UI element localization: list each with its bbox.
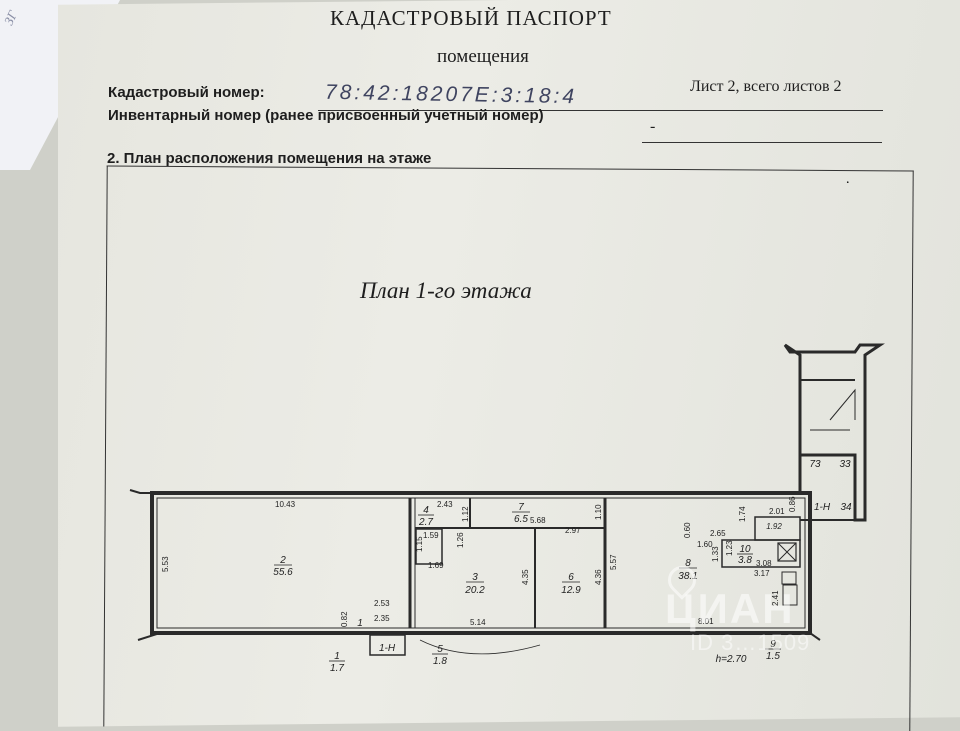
boiler-box	[781, 571, 797, 585]
room-10-num: 10	[739, 544, 751, 555]
dim-8-01: 8.01	[698, 617, 714, 626]
room-6-area: 12.9	[561, 585, 581, 596]
dim-2-01: 2.01	[769, 507, 785, 516]
dim-0-60: 0.60	[683, 522, 692, 538]
dim-5-57: 5.57	[609, 554, 618, 570]
dim-10-43: 10.43	[275, 500, 296, 509]
room-1-area: 1.7	[330, 663, 344, 674]
room-1-num: 1	[334, 651, 340, 662]
wc-cubicle	[415, 528, 443, 565]
section-dot: .	[846, 172, 850, 187]
room-10-area: 3.8	[738, 555, 752, 566]
room-6-num: 6	[568, 572, 574, 583]
dim-4-36: 4.36	[594, 569, 603, 585]
dim-4-35: 4.35	[521, 569, 530, 585]
room-7-area: 6.5	[514, 514, 528, 525]
stair-73-label: 73	[809, 459, 821, 470]
room-labels: 2 55.6 3 20.2 4 2.7 5 1.8 6 12.9 7 6.5 8…	[273, 459, 852, 674]
entry-1n-right-label: 1-Н	[814, 502, 831, 513]
dim-2-65: 2.65	[710, 529, 726, 538]
dim-5-68: 5.68	[530, 516, 546, 525]
dim-2-97: 2.97	[565, 526, 581, 535]
room-4-area: 2.7	[418, 517, 433, 528]
dim-1-60: 1.60	[697, 540, 713, 549]
dim-1-10: 1.10	[594, 504, 603, 520]
room-3-num: 3	[472, 572, 478, 583]
stair-33-label: 33	[839, 459, 851, 470]
stair-walls	[798, 453, 857, 493]
sheet-info: Лист 2, всего листов 2	[690, 78, 842, 95]
dim-0-86: 0.86	[788, 496, 797, 512]
dim-0-82: 0.82	[340, 611, 349, 627]
inner-wall-line	[156, 497, 806, 629]
inventory-number-value: -	[650, 118, 656, 135]
facade-line	[137, 632, 821, 641]
entry-1n-box	[369, 634, 406, 656]
stove-x-2	[777, 542, 797, 562]
inventory-underline	[642, 142, 882, 143]
room-4-num: 4	[423, 505, 429, 516]
document-title: КАДАСТРОВЫЙ ПАСПОРТ	[330, 6, 612, 30]
section-title: 2. План расположения помещения на этаже	[107, 150, 432, 167]
room-2-area: 55.6	[273, 567, 293, 578]
room-8-area: 38.1	[678, 571, 697, 582]
ceiling-height-label: h=2.70	[716, 654, 747, 665]
room-9b-num: 9	[770, 639, 776, 650]
dim-5-14: 5.14	[470, 618, 486, 627]
dim-3-08: 3.08	[756, 559, 772, 568]
stair-34-label: 34	[840, 502, 852, 513]
dim-1-59: 1.59	[423, 531, 439, 540]
room-9b-area: 1.5	[766, 651, 780, 662]
stove-box	[777, 542, 797, 562]
room-3-area: 20.2	[464, 585, 485, 596]
cadastral-underline	[318, 110, 883, 111]
cadastral-number-label: Кадастровый номер:	[108, 84, 265, 101]
stair-flight	[829, 388, 856, 421]
dim-2-53: 2.53	[374, 599, 390, 608]
dim-2-35: 2.35	[374, 614, 390, 623]
room-5-num: 5	[437, 644, 443, 655]
dim-1-26: 1.26	[456, 532, 465, 548]
watermark-brand: ЦИАН	[665, 585, 795, 632]
watermark-id: ID 3…1509	[690, 630, 811, 655]
dim-1-15: 1.15	[415, 536, 424, 552]
dim-3-17: 3.17	[754, 569, 770, 578]
room-9-area: 1.92	[766, 522, 782, 531]
dim-1-33: 1.33	[711, 546, 720, 562]
room-9-small	[754, 516, 801, 541]
inventory-number-label: Инвентарный номер (ранее присвоенный уче…	[108, 107, 544, 124]
floor-plan-title: План 1-го этажа	[360, 278, 532, 303]
room-5-area: 1.8	[433, 656, 447, 667]
dimension-labels: 10.43 5.53 2.43 1.12 5.68 1.10 2.97 1.59…	[161, 496, 797, 627]
pencil-curve	[419, 639, 541, 655]
dim-1-74: 1.74	[738, 506, 747, 522]
dim-1-12: 1.12	[461, 506, 470, 522]
dim-2-41: 2.41	[771, 590, 780, 606]
dim-1-23: 1.23	[725, 540, 734, 556]
document-subtitle: помещения	[437, 46, 529, 67]
room-2-num: 2	[279, 555, 286, 566]
wall-left-stub	[129, 489, 152, 494]
room-7-num: 7	[518, 502, 524, 513]
sink-box	[782, 584, 798, 606]
plan-walls	[129, 343, 885, 656]
dim-1-69: 1.69	[428, 561, 444, 570]
dim-2-43: 2.43	[437, 500, 453, 509]
stairwell-outline	[783, 343, 885, 522]
dim-5-53: 5.53	[161, 556, 170, 572]
room-8-num: 8	[685, 558, 691, 569]
room-1-label: 1	[357, 618, 363, 629]
entry-1n-left-label: 1-Н	[379, 643, 396, 654]
